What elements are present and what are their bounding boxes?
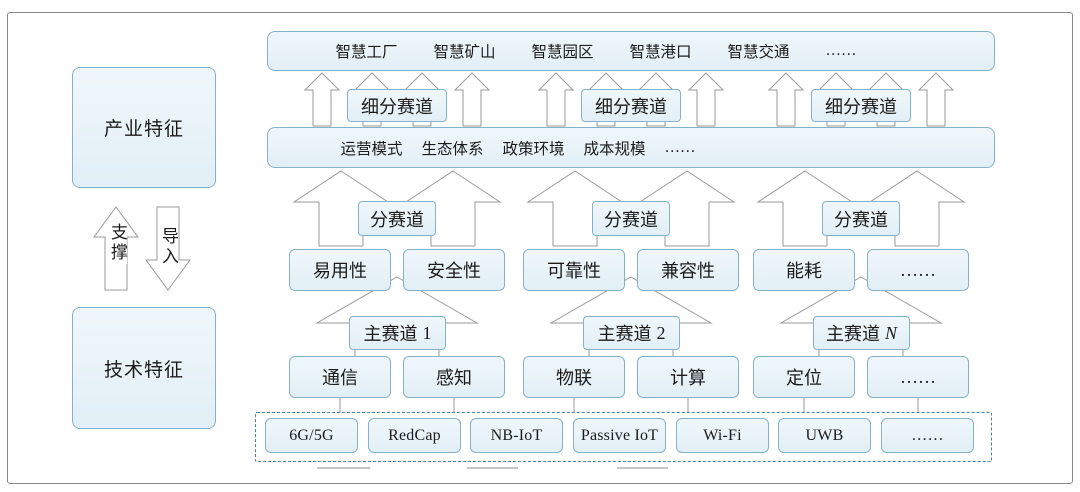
main-track-number: 1: [422, 322, 432, 343]
technology-feature-box: 技术特征: [72, 307, 216, 429]
small-up-arrow: [687, 72, 725, 127]
attribute-box: 安全性: [403, 249, 505, 291]
sub-track-label: 分赛道: [604, 209, 658, 230]
main-track-box-2: 主赛道 2: [583, 316, 680, 350]
main-track-label: 主赛道: [825, 324, 880, 344]
application-bar: 智慧工厂 智慧矿山 智慧园区 智慧港口 智慧交通 ……: [267, 31, 995, 71]
support-arrow-label: 支撑: [107, 222, 127, 264]
small-up-arrow: [917, 72, 955, 127]
ellipsis-label: ……: [900, 259, 936, 280]
tech-label: NB-IoT: [490, 426, 543, 444]
tech-category-label: 计算: [670, 368, 706, 388]
tech-label: 6G/5G: [289, 426, 334, 444]
sub-track-box-3: 分赛道: [822, 201, 900, 236]
sub-track-label: 分赛道: [834, 209, 888, 230]
tech-category-label: 物联: [556, 368, 592, 388]
attribute-label: 易用性: [313, 261, 367, 281]
small-up-arrow: [537, 72, 575, 127]
tech-box-ellipsis: ……: [881, 418, 974, 453]
application-item: 智慧港口: [629, 44, 692, 61]
attribute-box: 可靠性: [523, 249, 625, 291]
ellipsis-label: ……: [911, 426, 944, 444]
sub-track-box-2: 分赛道: [592, 201, 670, 236]
tech-category-box-ellipsis: ……: [867, 356, 969, 398]
tech-category-box: 物联: [523, 356, 625, 398]
attribute-label: 安全性: [427, 261, 481, 281]
attribute-label: 可靠性: [547, 261, 601, 281]
attribute-box: 能耗: [753, 249, 855, 291]
attribute-label: 兼容性: [661, 261, 715, 281]
segment-track-label: 细分赛道: [825, 96, 897, 117]
application-item: 智慧园区: [531, 44, 594, 61]
tech-box: NB-IoT: [470, 418, 563, 453]
technology-feature-label: 技术特征: [103, 359, 184, 381]
small-up-arrow: [303, 72, 341, 127]
tech-box: Passive IoT: [573, 418, 666, 453]
tech-category-label: 定位: [786, 368, 822, 388]
attribute-label: 能耗: [786, 261, 822, 281]
ellipsis-label: ……: [825, 42, 857, 59]
sub-track-box-1: 分赛道: [358, 201, 436, 236]
segment-track-label: 细分赛道: [361, 96, 433, 117]
tech-box: RedCap: [368, 418, 461, 453]
application-item: 智慧矿山: [433, 44, 496, 61]
tech-label: RedCap: [388, 426, 441, 444]
outer-frame: [7, 12, 1073, 484]
main-track-number: N: [884, 322, 897, 343]
main-track-label: 主赛道: [597, 324, 652, 344]
ellipsis-label: ……: [664, 138, 696, 156]
tech-box: UWB: [778, 418, 871, 453]
main-track-box-1: 主赛道 1: [349, 316, 446, 350]
ellipsis-label: ……: [900, 366, 936, 387]
tech-label: Passive IoT: [580, 426, 659, 444]
tech-box: 6G/5G: [265, 418, 358, 453]
industry-feature-label: 产业特征: [103, 119, 184, 140]
tech-category-label: 感知: [436, 368, 472, 388]
segment-track-box-1: 细分赛道: [347, 89, 447, 122]
import-arrow-label: 导入: [158, 226, 178, 268]
attribute-box-ellipsis: ……: [867, 249, 969, 291]
industry-factor-bar: 运营模式 生态体系 政策环境 成本规模 ……: [267, 127, 995, 168]
factor-item: 成本规模: [583, 140, 646, 158]
tech-label: UWB: [805, 426, 844, 444]
small-up-arrow: [767, 72, 805, 127]
small-up-arrow: [453, 72, 491, 127]
tech-category-label: 通信: [322, 368, 358, 388]
attribute-box: 易用性: [289, 249, 391, 291]
sub-track-label: 分赛道: [370, 209, 424, 230]
attribute-box: 兼容性: [637, 249, 739, 291]
tech-label: Wi-Fi: [703, 426, 742, 444]
tech-category-box: 通信: [289, 356, 391, 398]
application-item: 智慧工厂: [335, 44, 398, 61]
main-track-label: 主赛道: [363, 324, 418, 344]
tech-category-box: 计算: [637, 356, 739, 398]
factor-item: 政策环境: [502, 140, 565, 158]
main-track-number: 2: [656, 322, 666, 343]
industry-feature-box: 产业特征: [72, 67, 216, 188]
factor-item: 运营模式: [340, 140, 403, 158]
tech-category-box: 定位: [753, 356, 855, 398]
segment-track-label: 细分赛道: [595, 96, 667, 117]
application-item: 智慧交通: [727, 44, 790, 61]
tech-box: Wi-Fi: [676, 418, 769, 453]
technology-pool-container: [255, 412, 992, 462]
tech-category-box: 感知: [403, 356, 505, 398]
segment-track-box-3: 细分赛道: [811, 89, 911, 122]
main-track-box-n: 主赛道 N: [813, 316, 910, 350]
factor-item: 生态体系: [421, 140, 484, 158]
segment-track-box-2: 细分赛道: [581, 89, 681, 122]
